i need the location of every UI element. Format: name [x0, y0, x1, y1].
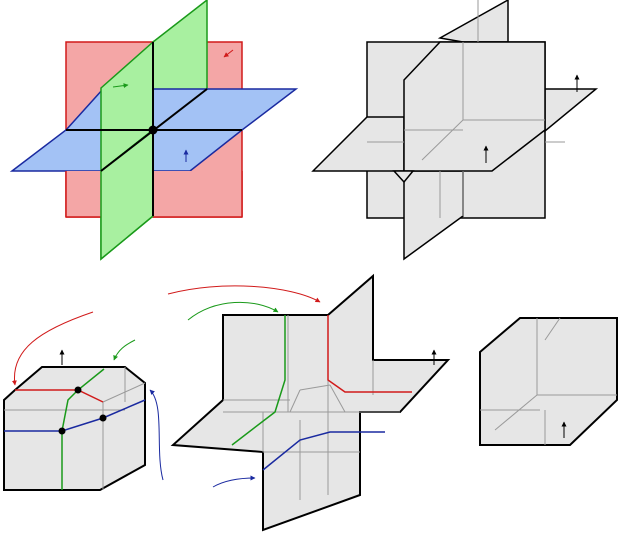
blue-transfer-arrow — [149, 389, 164, 481]
red-plane-lower-right — [153, 171, 242, 217]
star-outline — [170, 273, 451, 532]
blue-curve — [4, 399, 146, 432]
green-arrow — [112, 83, 129, 89]
corner-outline — [479, 317, 618, 446]
unfolded-star-surface — [167, 273, 451, 532]
star-red-arrow — [167, 285, 321, 303]
green-transfer-arrow — [113, 339, 136, 361]
star-blue-arrow — [212, 475, 256, 488]
single-corner-piece — [479, 317, 618, 446]
star-green-curve — [231, 315, 286, 446]
star-green-arrow — [187, 301, 279, 321]
block-with-curves — [3, 311, 164, 491]
triple-point-dot — [148, 125, 158, 135]
block-dot-1 — [74, 386, 82, 394]
star-blue-curve — [262, 431, 385, 471]
block-dot-3 — [58, 427, 66, 435]
thickened-plane-junction — [311, 0, 599, 261]
red-plane-lower-left — [66, 171, 101, 217]
green-curve — [61, 368, 105, 490]
red-transfer-arrow — [11, 311, 94, 386]
three-plane-intersection — [9, 0, 299, 261]
star-red-curve — [327, 315, 412, 393]
block-dot-2 — [99, 414, 107, 422]
red-arrow — [223, 49, 234, 58]
block-outline — [3, 366, 146, 491]
